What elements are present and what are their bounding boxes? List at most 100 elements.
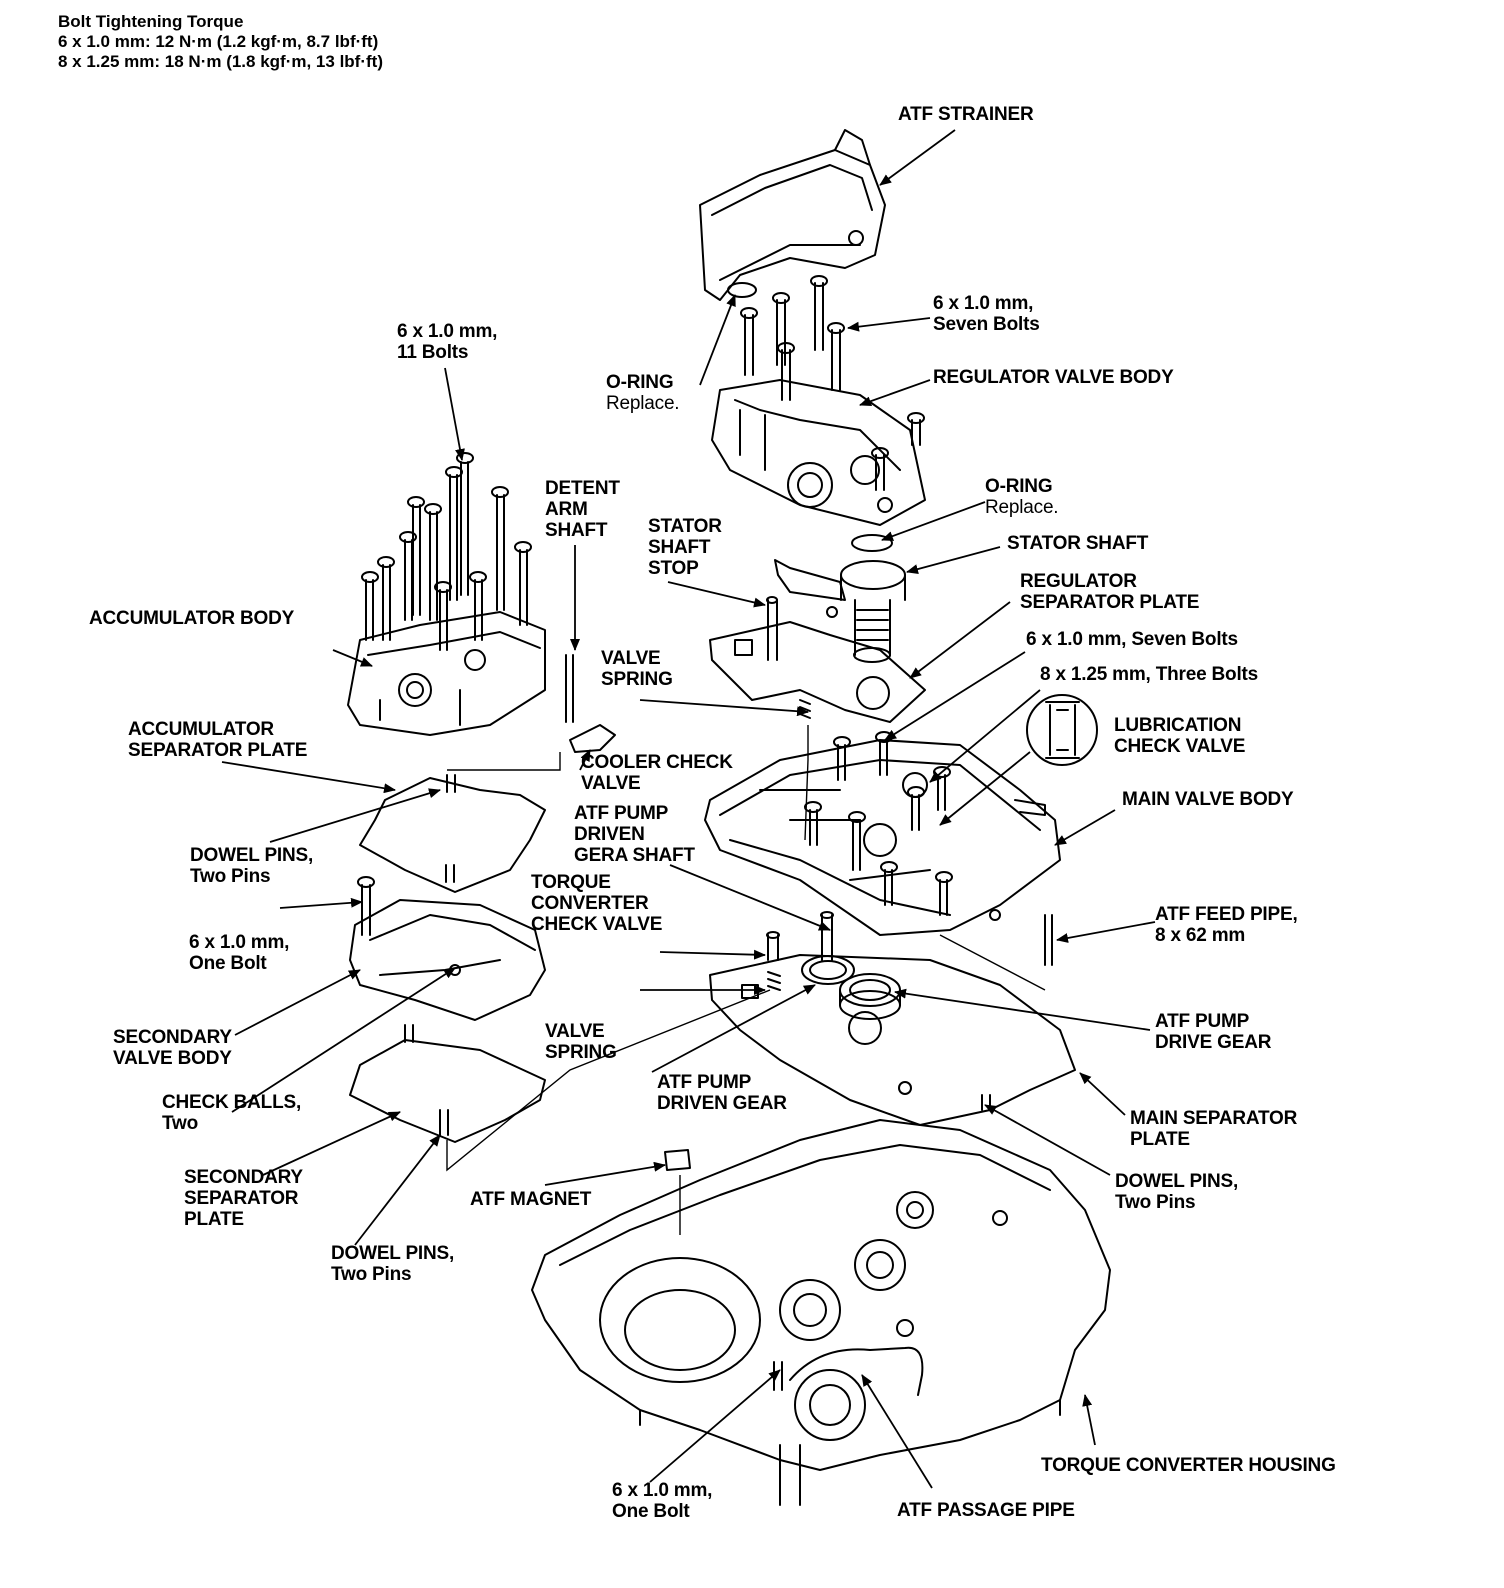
label-text: MAIN VALVE BODY bbox=[1122, 789, 1294, 810]
label-torque-converter-check-valve: TORQUE CONVERTER CHECK VALVE bbox=[531, 872, 662, 935]
label-line: SEPARATOR PLATE bbox=[128, 740, 308, 761]
label-line: DRIVEN bbox=[574, 824, 645, 845]
label-oring-mid: O-RING Replace. bbox=[985, 476, 1059, 518]
label-line: STATOR bbox=[648, 516, 722, 537]
label-text: ATF PASSAGE PIPE bbox=[897, 1500, 1075, 1521]
label-torque-converter-housing: TORQUE CONVERTER HOUSING bbox=[1041, 1455, 1336, 1476]
label-line: 6 x 1.0 mm, bbox=[612, 1480, 713, 1501]
torque-spec-block: Bolt Tightening Torque 6 x 1.0 mm: 12 N·… bbox=[58, 12, 383, 72]
label-line: VALVE BODY bbox=[113, 1048, 232, 1069]
label-atf-pump-drive-gear: ATF PUMP DRIVE GEAR bbox=[1155, 1011, 1271, 1053]
regulator-separator-plate-part bbox=[709, 606, 926, 723]
label-line: Two Pins bbox=[331, 1264, 412, 1285]
label-text: STATOR SHAFT bbox=[1007, 533, 1149, 554]
label-check-balls: CHECK BALLS, Two bbox=[162, 1092, 301, 1134]
label-line: STOP bbox=[648, 558, 699, 579]
label-accumulator-body: ACCUMULATOR BODY bbox=[89, 608, 294, 629]
secondary-separator-plate-part bbox=[349, 1024, 546, 1143]
label-regulator-bolts: 6 x 1.0 mm, Seven Bolts bbox=[933, 293, 1040, 335]
label-line: VALVE bbox=[545, 1021, 605, 1042]
label-line: CONVERTER bbox=[531, 893, 649, 914]
label-detent-arm-shaft: DETENT ARM SHAFT bbox=[545, 478, 620, 541]
label-line: Seven Bolts bbox=[933, 314, 1040, 335]
label-stator-shaft: STATOR SHAFT bbox=[1007, 533, 1148, 554]
label-main-separator-plate: MAIN SEPARATOR PLATE bbox=[1130, 1108, 1297, 1150]
label-line: One Bolt bbox=[612, 1501, 690, 1522]
label-text: REGULATOR VALVE BODY bbox=[933, 367, 1174, 388]
atf-pump-gears-part bbox=[801, 955, 901, 1020]
torque-heading: Bolt Tightening Torque bbox=[58, 12, 244, 31]
atf-magnet-part bbox=[664, 1149, 691, 1171]
accumulator-bolts-part bbox=[361, 452, 532, 651]
label-atf-passage-pipe: ATF PASSAGE PIPE bbox=[897, 1500, 1075, 1521]
label-text: ACCUMULATOR BODY bbox=[89, 608, 295, 629]
label-dowel-pins-b: DOWEL PINS, Two Pins bbox=[1115, 1171, 1238, 1213]
secondary-valve-body-part bbox=[349, 876, 546, 1021]
label-atf-magnet: ATF MAGNET bbox=[470, 1189, 591, 1210]
label-atf-pump-driven-gear: ATF PUMP DRIVEN GEAR bbox=[657, 1072, 787, 1114]
label-line: Two bbox=[162, 1113, 198, 1134]
label-secondary-bolt: 6 x 1.0 mm, One Bolt bbox=[189, 932, 289, 974]
label-text: 6 x 1.0 mm, Seven Bolts bbox=[1026, 629, 1238, 650]
label-line: O-RING bbox=[985, 476, 1053, 497]
label-housing-bolt: 6 x 1.0 mm, One Bolt bbox=[612, 1480, 712, 1522]
label-accumulator-bolts: 6 x 1.0 mm, 11 Bolts bbox=[397, 321, 497, 363]
label-line: PLATE bbox=[1130, 1129, 1190, 1150]
label-cooler-check-valve: COOLER CHECK VALVE bbox=[581, 752, 733, 794]
label-line: TORQUE bbox=[531, 872, 611, 893]
atf-passage-pipe-part bbox=[789, 1346, 924, 1396]
label-dowel-pins-a: DOWEL PINS, Two Pins bbox=[190, 845, 313, 887]
label-line: 8 x 62 mm bbox=[1155, 925, 1246, 946]
label-line: 6 x 1.0 mm, bbox=[933, 293, 1034, 314]
valve-spring-upper-part bbox=[766, 596, 811, 719]
atf-strainer-part bbox=[699, 129, 886, 301]
housing-bolt-part bbox=[773, 1361, 783, 1391]
label-line: SPRING bbox=[545, 1042, 617, 1063]
label-line: SEPARATOR PLATE bbox=[1020, 592, 1200, 613]
label-oring-top: O-RING Replace. bbox=[606, 372, 680, 414]
accumulator-body-part bbox=[347, 611, 546, 736]
leader-arrows bbox=[221, 129, 1156, 1489]
label-line: CHECK BALLS, bbox=[162, 1092, 302, 1113]
label-line: SECONDARY bbox=[113, 1027, 232, 1048]
label-regulator-valve-body: REGULATOR VALVE BODY bbox=[933, 367, 1174, 388]
lubrication-check-valve-detail bbox=[1026, 694, 1098, 766]
label-line: DOWEL PINS, bbox=[1115, 1171, 1239, 1192]
stator-shaft-stop-part bbox=[774, 559, 846, 601]
label-line: 6 x 1.0 mm, bbox=[189, 932, 290, 953]
label-atf-pump-driven-gear-shaft: ATF PUMP DRIVEN GERA SHAFT bbox=[574, 803, 695, 866]
label-line: Replace. bbox=[985, 497, 1059, 518]
main-valve-body-part bbox=[704, 739, 1061, 936]
label-line: ATF FEED PIPE, bbox=[1155, 904, 1298, 925]
label-line: ATF PUMP bbox=[574, 803, 669, 824]
label-line: CHECK VALVE bbox=[1114, 736, 1246, 757]
regulator-valve-body-part bbox=[711, 379, 926, 526]
label-line: ARM bbox=[545, 499, 588, 520]
regulator-bolts-part bbox=[740, 275, 925, 491]
label-secondary-separator-plate: SECONDARY SEPARATOR PLATE bbox=[184, 1167, 303, 1230]
label-line: SEPARATOR bbox=[184, 1188, 299, 1209]
main-valve-body-bolts-part bbox=[804, 731, 953, 916]
oring-mid-part bbox=[851, 534, 893, 552]
label-line: SECONDARY bbox=[184, 1167, 303, 1188]
accumulator-separator-plate-part bbox=[359, 774, 546, 893]
label-line: LUBRICATION bbox=[1114, 715, 1242, 736]
label-text: ATF STRAINER bbox=[898, 104, 1034, 125]
torque-line-6mm: 6 x 1.0 mm: 12 N·m (1.2 kgf·m, 8.7 lbf·f… bbox=[58, 32, 379, 51]
label-line: DOWEL PINS, bbox=[190, 845, 314, 866]
label-line: GERA SHAFT bbox=[574, 845, 695, 866]
label-line: REGULATOR bbox=[1020, 571, 1137, 592]
label-line: One Bolt bbox=[189, 953, 267, 974]
label-line: Two Pins bbox=[190, 866, 271, 887]
label-valve-spring-upper: VALVE SPRING bbox=[601, 648, 673, 690]
label-line: MAIN SEPARATOR bbox=[1130, 1108, 1298, 1129]
label-atf-feed-pipe: ATF FEED PIPE, 8 x 62 mm bbox=[1155, 904, 1298, 946]
label-text: ATF MAGNET bbox=[470, 1189, 592, 1210]
label-text: TORQUE CONVERTER HOUSING bbox=[1041, 1455, 1336, 1476]
detent-arm-shaft-part bbox=[565, 654, 616, 753]
label-dowel-pins-c: DOWEL PINS, Two Pins bbox=[331, 1243, 454, 1285]
label-line: SPRING bbox=[601, 669, 673, 690]
label-atf-strainer: ATF STRAINER bbox=[898, 104, 1034, 125]
label-line: DOWEL PINS, bbox=[331, 1243, 455, 1264]
